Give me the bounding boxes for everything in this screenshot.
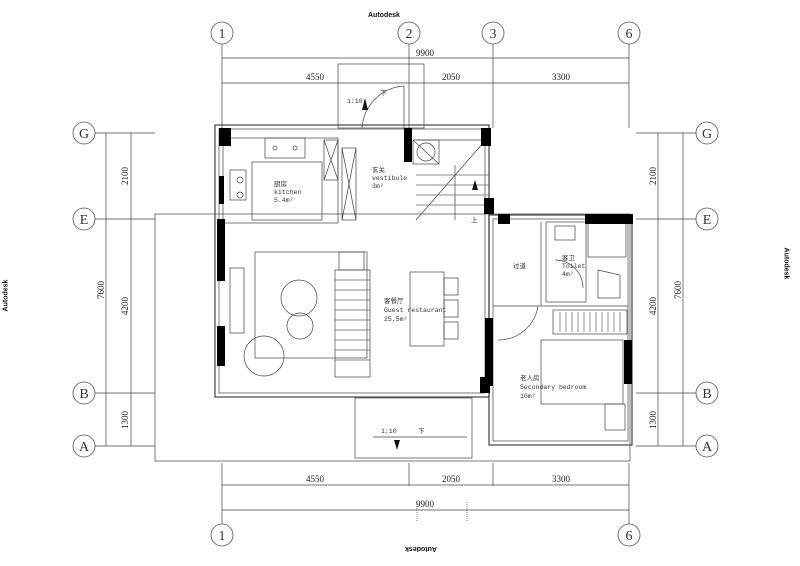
dim-left-seg-1: 2100 — [120, 167, 130, 186]
dim-top-seg-3: 3300 — [552, 72, 571, 82]
dim-top-seg-2: 2050 — [442, 72, 461, 82]
bedroom-label-en: Secondary bedroom — [520, 384, 586, 391]
ramp-bottom-slope: 1:10 — [381, 428, 397, 435]
axis-b-right: B — [702, 387, 711, 402]
guest-restaurant-area: 25.5m² — [384, 316, 407, 323]
axis-b-left: B — [79, 387, 88, 402]
ramp-top-slope: 1:10 — [347, 98, 363, 105]
kitchen-label-en: kitchen — [274, 189, 301, 196]
dim-left-total: 7600 — [96, 281, 106, 300]
dim-right-total: 7600 — [673, 281, 683, 300]
dim-bottom-seg-3: 3300 — [552, 474, 571, 484]
axis-a-left: A — [79, 440, 90, 455]
kitchen-area: 5.4m² — [274, 197, 294, 204]
axis-3-top: 3 — [490, 27, 497, 42]
kitchen-label-cn: 厨房 — [274, 179, 287, 188]
dim-left-seg-2: 4200 — [120, 297, 130, 316]
vestibule-label-cn: 玄关 — [372, 165, 386, 174]
dim-bottom-seg-1: 4550 — [306, 474, 325, 484]
corridor-label: 过道 — [513, 261, 527, 270]
axis-a-right: A — [702, 440, 713, 455]
dim-right-seg-1: 2100 — [648, 167, 658, 186]
watermark-top: Autodesk — [368, 12, 400, 19]
axis-1-bottom: 1 — [219, 529, 226, 544]
dim-bottom-total: 9900 — [416, 499, 435, 509]
guest-restaurant-label-en: Guest restaurant — [384, 307, 447, 314]
dim-right-seg-3: 1300 — [648, 411, 658, 430]
stair-up-label: 上 — [471, 215, 478, 224]
axis-6-top: 6 — [626, 27, 633, 42]
axis-g-left: G — [79, 127, 89, 142]
dim-top-total: 9900 — [416, 48, 435, 58]
axis-6-bottom: 6 — [626, 529, 633, 544]
dim-top-seg-1: 4550 — [306, 72, 325, 82]
toilet-area: 4m² — [562, 271, 574, 278]
ramp-top-direction: 下 — [380, 89, 387, 97]
toilet-label-en: Toilet — [562, 263, 586, 270]
axis-e-right: E — [703, 213, 712, 228]
ramp-bottom-direction: 下 — [418, 427, 425, 435]
vestibule-area: 3m² — [372, 183, 384, 190]
axis-1-top: 1 — [219, 27, 226, 42]
guest-restaurant-label-cn: 客餐厅 — [384, 296, 404, 305]
axis-2-top: 2 — [406, 27, 413, 42]
axis-e-left: E — [80, 213, 89, 228]
dim-bottom-seg-2: 2050 — [442, 474, 461, 484]
vestibule-label-en: vestibule — [372, 175, 407, 182]
dim-right-seg-2: 4200 — [648, 297, 658, 316]
toilet-label-cn: 客卫 — [562, 253, 576, 262]
axis-g-right: G — [702, 127, 712, 142]
bedroom-area: 10m² — [520, 393, 536, 400]
dim-left-seg-3: 1300 — [120, 411, 130, 430]
bedroom-label-cn: 老人房 — [520, 373, 540, 382]
